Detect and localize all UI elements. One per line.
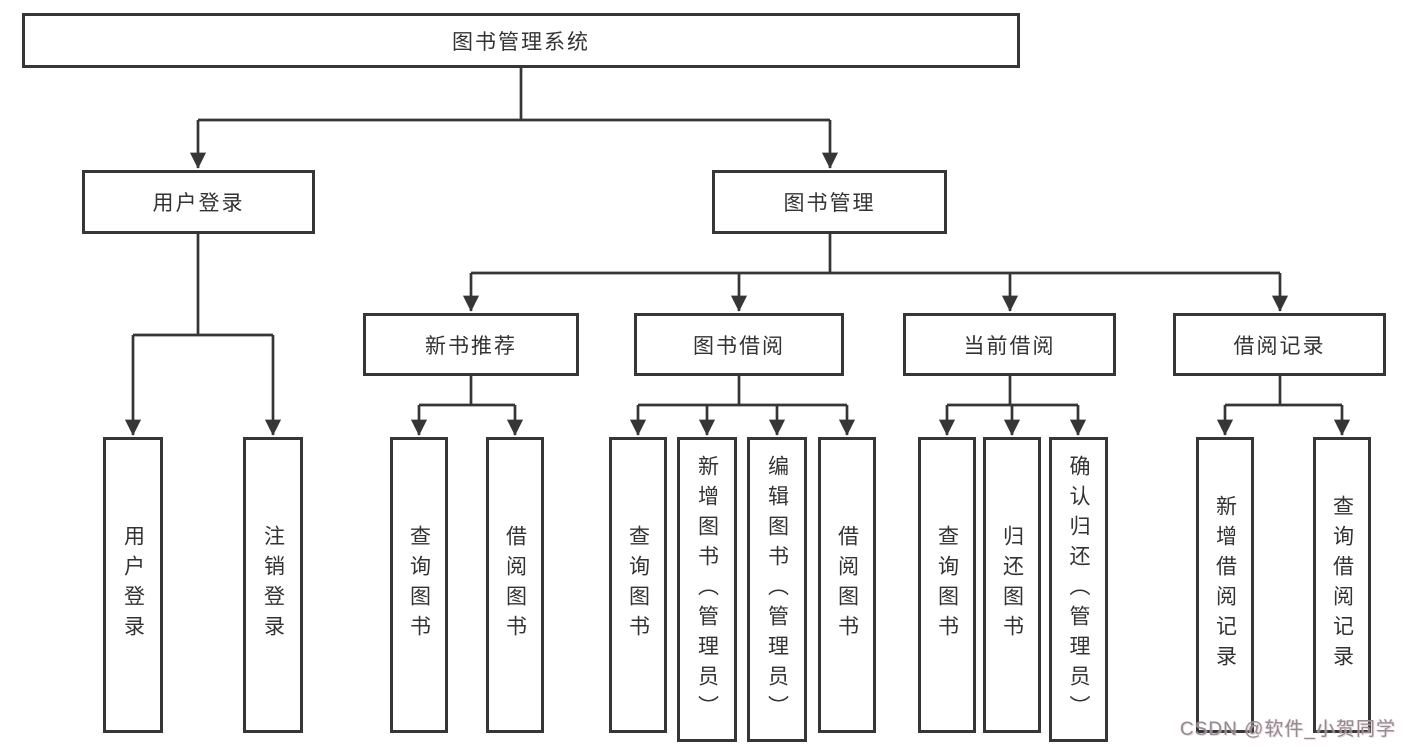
node-user-login: 用户登录 (82, 170, 315, 234)
leaf-return-book: 归还图书 (983, 437, 1041, 733)
node-label: 注销登录 (261, 525, 285, 645)
node-label: 借阅图书 (835, 525, 859, 645)
node-label: 新书推荐 (425, 334, 517, 358)
leaf-edit-book-admin: 编辑图书（管理员） (747, 437, 807, 742)
leaf-query-books-2: 查询图书 (609, 437, 667, 733)
node-label: 编辑图书（管理员） (765, 454, 789, 725)
leaf-add-borrow-record: 新增借阅记录 (1196, 437, 1254, 733)
leaf-borrow-books-2: 借阅图书 (818, 437, 876, 733)
leaf-query-books-3: 查询图书 (918, 437, 976, 733)
leaf-query-books-1: 查询图书 (390, 437, 448, 733)
node-label: 查询图书 (407, 525, 431, 645)
node-label: 查询图书 (935, 525, 959, 645)
leaf-logout-login: 注销登录 (243, 437, 303, 733)
node-label: 查询图书 (626, 525, 650, 645)
tree-branch-lines (133, 68, 1342, 407)
node-label: 新增图书（管理员） (695, 454, 719, 725)
leaf-borrow-books-1: 借阅图书 (486, 437, 544, 733)
node-label: 图书管理 (783, 192, 876, 215)
node-label: 图书借阅 (693, 334, 785, 358)
node-library-management-system: 图书管理系统 (22, 13, 1020, 68)
leaf-user-login: 用户登录 (103, 437, 163, 733)
csdn-watermark: CSDN @软件_小贺同学 (1180, 719, 1396, 740)
node-label: 图书管理系统 (452, 30, 590, 54)
leaf-add-book-admin: 新增图书（管理员） (677, 437, 737, 742)
node-label: 当前借阅 (963, 334, 1056, 358)
node-label: 确认归还（管理员） (1067, 454, 1091, 725)
node-current-borrow: 当前借阅 (903, 313, 1116, 376)
node-new-book-recommend: 新书推荐 (363, 313, 579, 376)
leaf-query-borrow-record: 查询借阅记录 (1313, 437, 1371, 733)
node-label: 查询借阅记录 (1330, 495, 1354, 675)
leaf-confirm-return-admin: 确认归还（管理员） (1049, 437, 1108, 742)
node-book-management: 图书管理 (712, 170, 947, 234)
node-book-borrow: 图书借阅 (634, 313, 844, 376)
node-label: 新增借阅记录 (1213, 495, 1237, 675)
node-label: 用户登录 (121, 525, 145, 645)
node-borrow-records: 借阅记录 (1173, 313, 1386, 376)
node-label: 借阅记录 (1233, 334, 1326, 358)
node-label: 用户登录 (152, 192, 245, 215)
node-label: 借阅图书 (503, 525, 527, 645)
node-label: 归还图书 (1000, 525, 1024, 645)
